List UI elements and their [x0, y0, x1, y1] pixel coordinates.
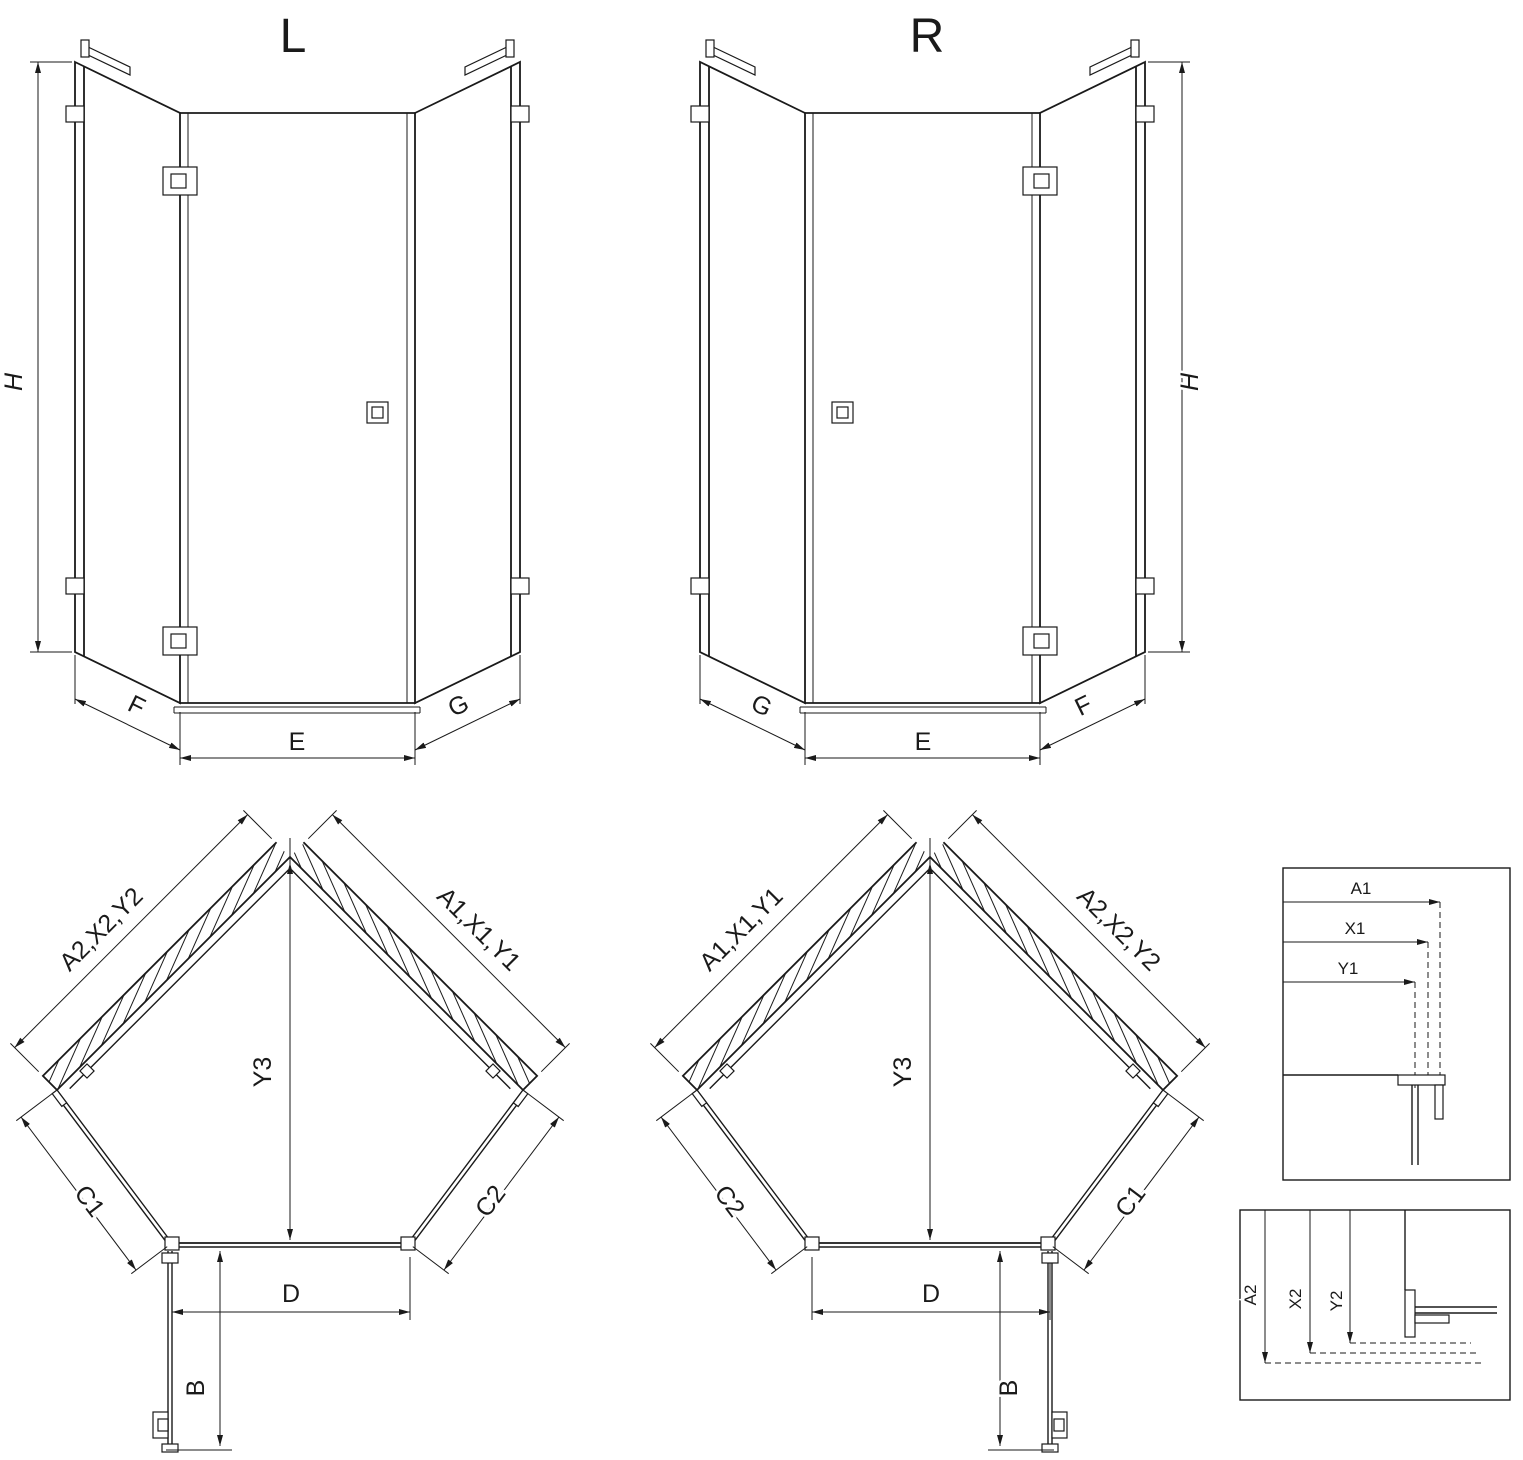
dim-label-e: E — [289, 728, 306, 756]
detail-top-view: A1 X1 Y1 — [1282, 867, 1511, 1181]
dim-label-a1: A1 — [1351, 879, 1372, 898]
dim-label-f: F — [1071, 690, 1097, 722]
variant-label-right: R — [910, 10, 945, 63]
variant-label-left: L — [280, 10, 307, 63]
dim-label-d: D — [922, 1280, 940, 1308]
dim-label-height: H — [1176, 372, 1204, 391]
glass-bracket — [79, 1063, 95, 1079]
corner-profile — [51, 1089, 68, 1108]
elevation-right-view: R H G E F — [625, 10, 1207, 790]
glass-panels — [74, 60, 521, 705]
dim-label-depth: Y3 — [249, 1057, 277, 1088]
door-handle-inner — [1053, 1418, 1065, 1432]
dim-label-wall-left: A1,X1,Y1 — [694, 882, 788, 976]
dim-label-height: H — [0, 372, 28, 391]
dim-label-a2: A2 — [1241, 1285, 1260, 1306]
open-door-left — [152, 1251, 232, 1453]
glass-section — [1415, 1306, 1497, 1314]
elevation-right-geometry — [691, 40, 1190, 765]
extension-lines — [30, 61, 521, 765]
wall-clamp — [65, 105, 85, 123]
dim-label-g: G — [747, 689, 777, 723]
detail-bottom-view: A2 X2 Y2 — [1239, 1209, 1511, 1401]
dim-label-b: B — [995, 1380, 1023, 1397]
door-hinge — [1041, 1252, 1059, 1264]
dim-label-b: B — [182, 1380, 210, 1397]
elevation-left-view: L H F E G — [0, 10, 530, 765]
dim-label-c2: C2 — [709, 1180, 751, 1222]
plan-left-view: A2,X2,Y2 A1,X1,Y1 Y3 C1 C2 D B — [10, 810, 570, 1453]
dim-label-wall-right: A2,X2,Y2 — [1071, 882, 1165, 976]
door-handle-inner — [371, 406, 384, 419]
open-door-right — [988, 1251, 1068, 1453]
dim-label-d: D — [282, 1280, 300, 1308]
door-handle-inner — [157, 1418, 169, 1432]
door-frame — [173, 113, 421, 714]
door-hinge — [161, 1252, 179, 1264]
dimension-lines — [35, 62, 521, 761]
dim-label-c2: C2 — [470, 1180, 512, 1222]
dim-label-g: G — [444, 689, 474, 723]
dim-label-depth: Y3 — [889, 1057, 917, 1088]
dim-label-c1: C1 — [69, 1180, 111, 1222]
reference-dashed-lines — [1414, 902, 1441, 1088]
dim-label-wall-left: A2,X2,Y2 — [54, 882, 148, 976]
plan-dimension-lines — [14, 814, 566, 1315]
detail-dimension-lines — [1283, 899, 1440, 985]
profile-section — [1397, 1074, 1446, 1120]
top-bracket-end — [80, 39, 90, 58]
glass-bracket — [485, 1063, 501, 1079]
hardware — [65, 39, 530, 656]
dim-label-f: F — [124, 690, 150, 722]
dim-label-x2: X2 — [1286, 1289, 1305, 1310]
detail-border — [1239, 1209, 1511, 1401]
top-bracket-end — [505, 39, 515, 58]
wall-clamp — [65, 577, 85, 595]
corner-profile — [512, 1089, 529, 1108]
wall-clamp — [510, 105, 530, 123]
plan-geometry — [10, 810, 570, 1320]
plan-right-view: A1,X1,Y1 A2,X2,Y2 Y3 C2 C1 D B — [640, 800, 1280, 1453]
dim-label-wall-right: A1,X1,Y1 — [431, 882, 525, 976]
dim-label-y2: Y2 — [1327, 1291, 1346, 1312]
door-hinge-inner — [170, 173, 187, 189]
wall-clamp — [510, 577, 530, 595]
profile-section — [1404, 1289, 1450, 1338]
detail-dimension-lines — [1262, 1210, 1353, 1363]
plan-right-geometry — [650, 810, 1209, 1320]
door-jamb — [400, 1236, 416, 1251]
dim-label-c1: C1 — [1110, 1180, 1152, 1222]
elevation-geometry — [30, 39, 530, 765]
dim-label-y1: Y1 — [1338, 959, 1359, 978]
plan-hardware — [51, 1063, 529, 1251]
door-jamb — [164, 1236, 180, 1251]
glass-section — [1411, 1085, 1419, 1165]
dim-label-x1: X1 — [1345, 919, 1366, 938]
door-end-cap — [1041, 1443, 1059, 1453]
reference-dashed-lines — [1265, 1342, 1483, 1364]
detail-border — [1282, 867, 1511, 1181]
dim-label-e: E — [915, 728, 932, 756]
door-end-cap — [161, 1443, 179, 1453]
door-hinge-inner — [170, 633, 187, 649]
